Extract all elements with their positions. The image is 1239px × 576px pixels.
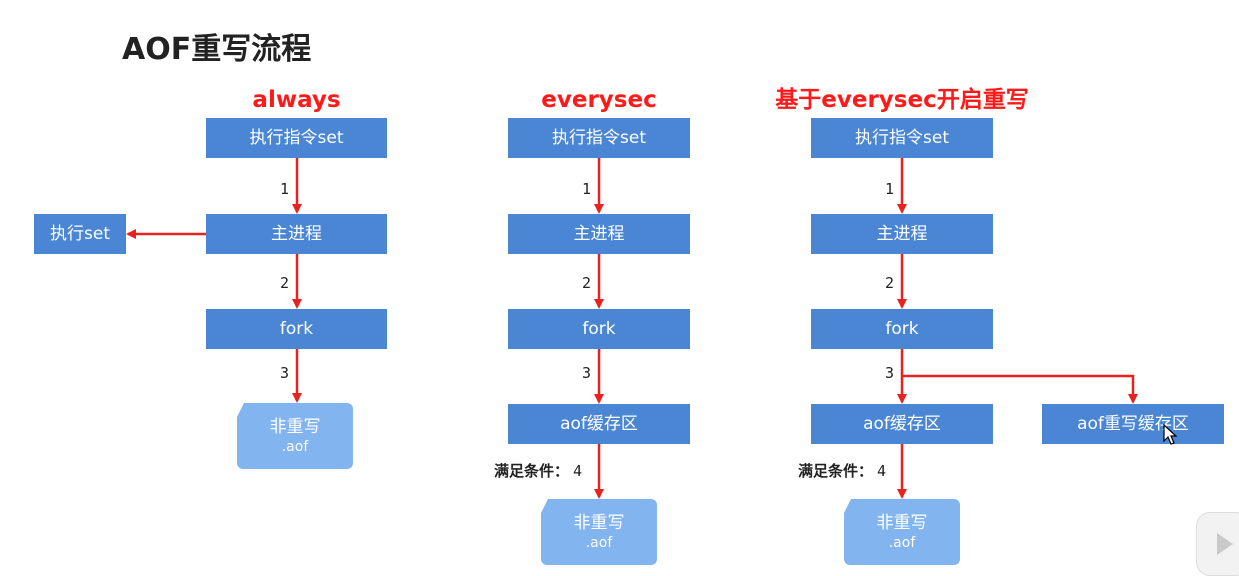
box-main-process: 主进程 bbox=[811, 214, 993, 254]
page-title: AOF重写流程 bbox=[122, 32, 312, 67]
step-label: 3 bbox=[280, 364, 290, 382]
mouse-cursor-icon bbox=[1163, 424, 1178, 445]
file-ext: .aof bbox=[281, 439, 309, 455]
file-label: 非重写 bbox=[269, 417, 321, 437]
file-ext: .aof bbox=[585, 535, 613, 551]
box-main-process: 主进程 bbox=[508, 214, 690, 254]
arrow bbox=[902, 374, 1138, 404]
file-ext: .aof bbox=[888, 535, 916, 551]
step-label: 2 bbox=[280, 274, 290, 292]
column-title-always: always bbox=[252, 87, 341, 113]
box-cmd-set: 执行指令set bbox=[206, 118, 387, 158]
play-button[interactable] bbox=[1196, 512, 1239, 576]
step-label: 1 bbox=[885, 180, 895, 198]
file-label: 非重写 bbox=[573, 513, 625, 533]
play-icon bbox=[1217, 533, 1233, 555]
column-title-everysec: everysec bbox=[541, 87, 657, 113]
box-fork: fork bbox=[811, 309, 993, 349]
box-cmd-set: 执行指令set bbox=[508, 118, 690, 158]
step-label: 3 bbox=[885, 364, 895, 382]
condition-label: 满足条件：4 bbox=[798, 462, 887, 480]
box-aof-rewrite-buffer: aof重写缓存区 bbox=[1042, 404, 1224, 444]
file-aof: 非重写 .aof bbox=[541, 499, 657, 565]
box-fork: fork bbox=[508, 309, 690, 349]
step-label: 1 bbox=[582, 180, 592, 198]
file-aof: 非重写 .aof bbox=[844, 499, 960, 565]
column-title-rewrite: 基于everysec开启重写 bbox=[775, 87, 1029, 113]
file-label: 非重写 bbox=[876, 513, 928, 533]
box-exec-set: 执行set bbox=[34, 214, 126, 254]
step-label: 1 bbox=[280, 180, 290, 198]
step-label: 2 bbox=[885, 274, 895, 292]
file-aof: 非重写 .aof bbox=[237, 403, 353, 469]
box-fork: fork bbox=[206, 309, 387, 349]
condition-label: 满足条件：4 bbox=[494, 462, 583, 480]
step-label: 3 bbox=[582, 364, 592, 382]
box-cmd-set: 执行指令set bbox=[811, 118, 993, 158]
box-aof-buffer: aof缓存区 bbox=[811, 404, 993, 444]
box-aof-buffer: aof缓存区 bbox=[508, 404, 690, 444]
step-label: 2 bbox=[582, 274, 592, 292]
box-main-process: 主进程 bbox=[206, 214, 387, 254]
